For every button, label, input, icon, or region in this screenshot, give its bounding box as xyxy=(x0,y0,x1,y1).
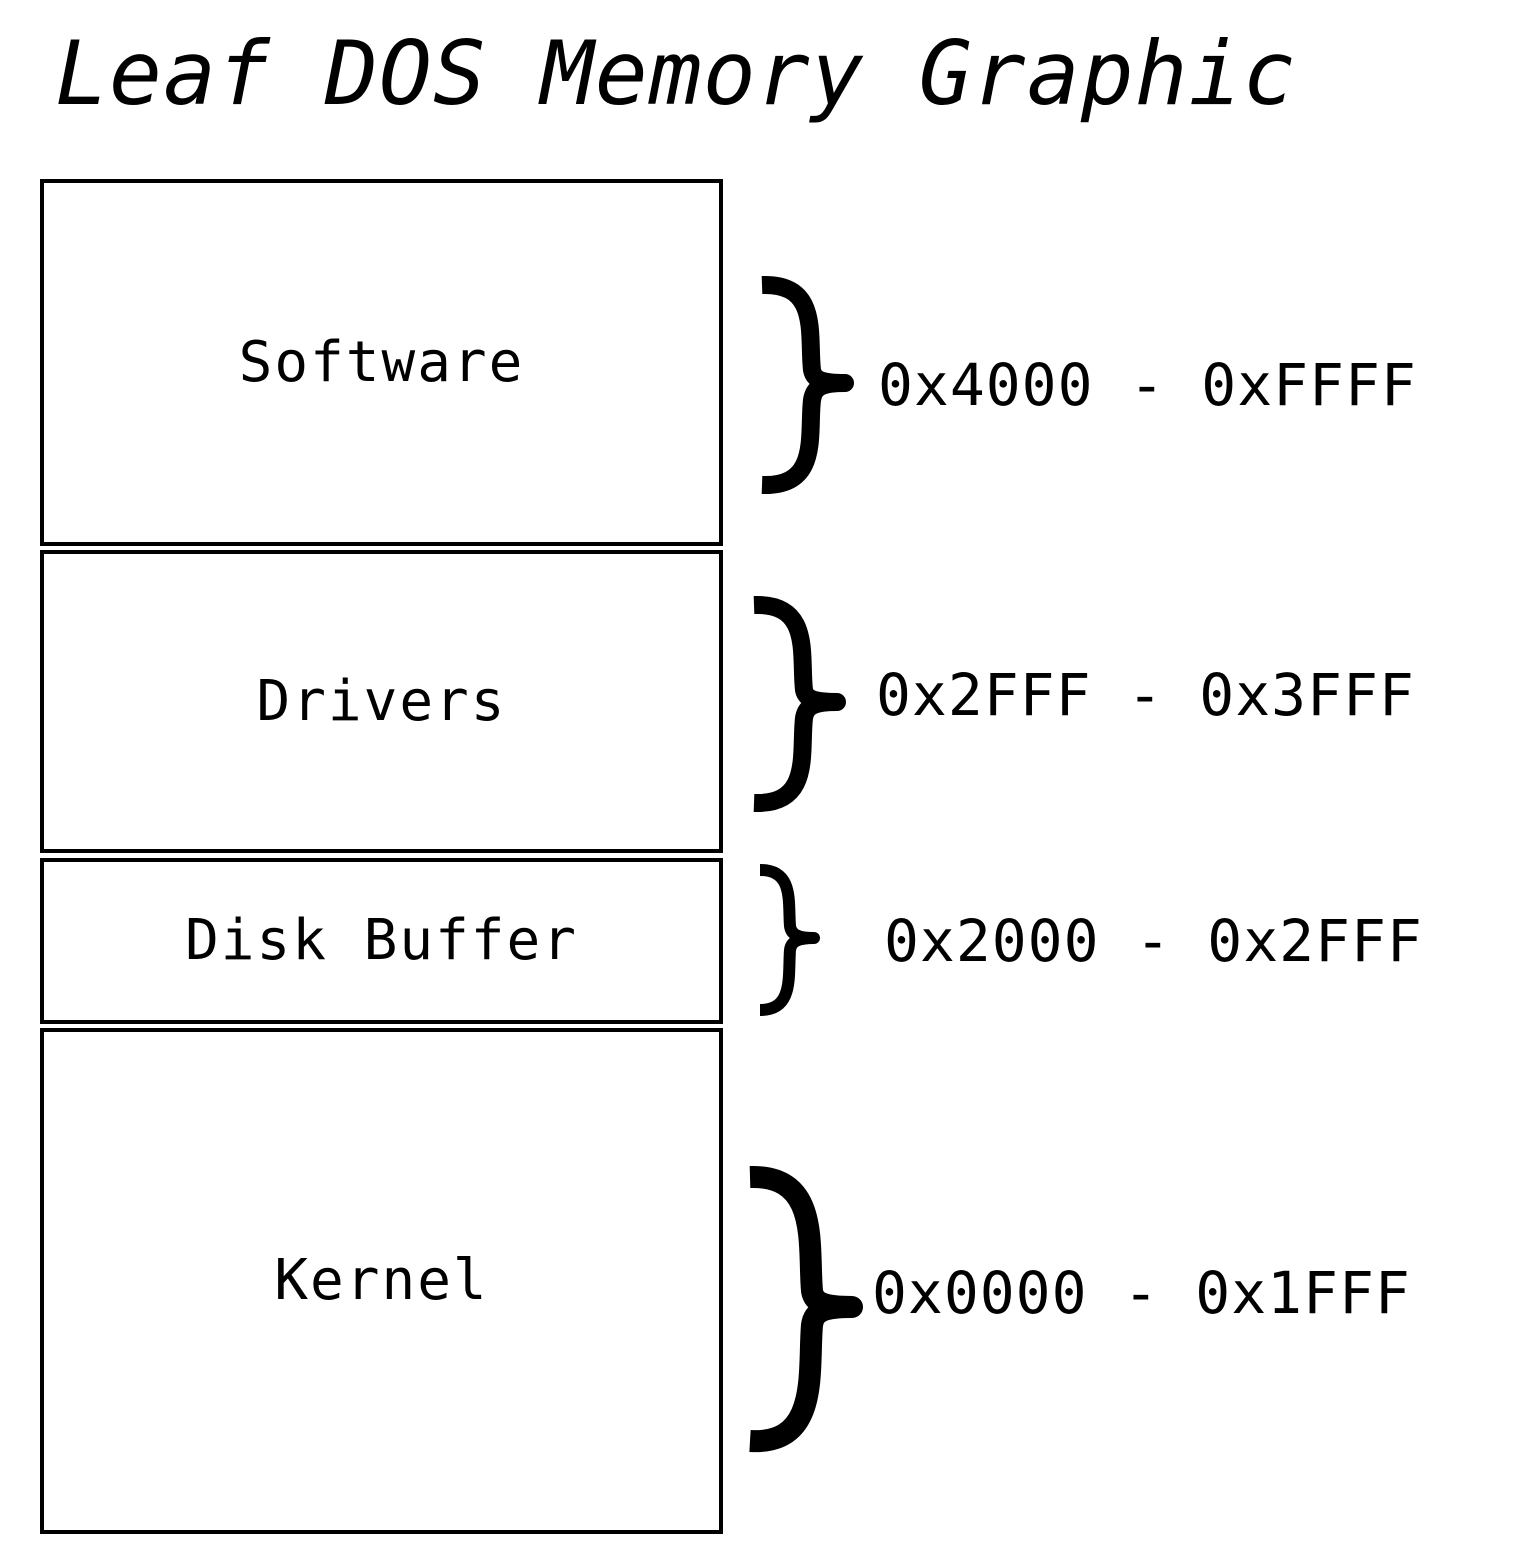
region-label-drivers: Drivers xyxy=(256,668,507,734)
diagram-title: Leaf DOS Memory Graphic xyxy=(55,22,1297,125)
address-range-kernel: 0x0000 - 0x1FFF xyxy=(872,1259,1411,1327)
address-range-drivers: 0x2FFF - 0x3FFF xyxy=(876,661,1415,729)
memory-region-disk-buffer: Disk Buffer xyxy=(40,858,723,1024)
region-label-disk-buffer: Disk Buffer xyxy=(185,908,578,973)
address-range-software: 0x4000 - 0xFFFF xyxy=(878,351,1417,419)
curly-brace-icon xyxy=(761,275,854,495)
memory-region-drivers: Drivers xyxy=(40,550,723,853)
curly-brace-icon xyxy=(759,864,820,1016)
memory-region-kernel: Kernel xyxy=(40,1028,723,1534)
curly-brace-icon xyxy=(749,1165,863,1453)
memory-region-software: Software xyxy=(40,179,723,546)
address-range-disk-buffer: 0x2000 - 0x2FFF xyxy=(884,907,1423,975)
region-label-software: Software xyxy=(238,329,525,395)
region-label-kernel: Kernel xyxy=(274,1248,489,1313)
curly-brace-icon xyxy=(753,595,846,813)
